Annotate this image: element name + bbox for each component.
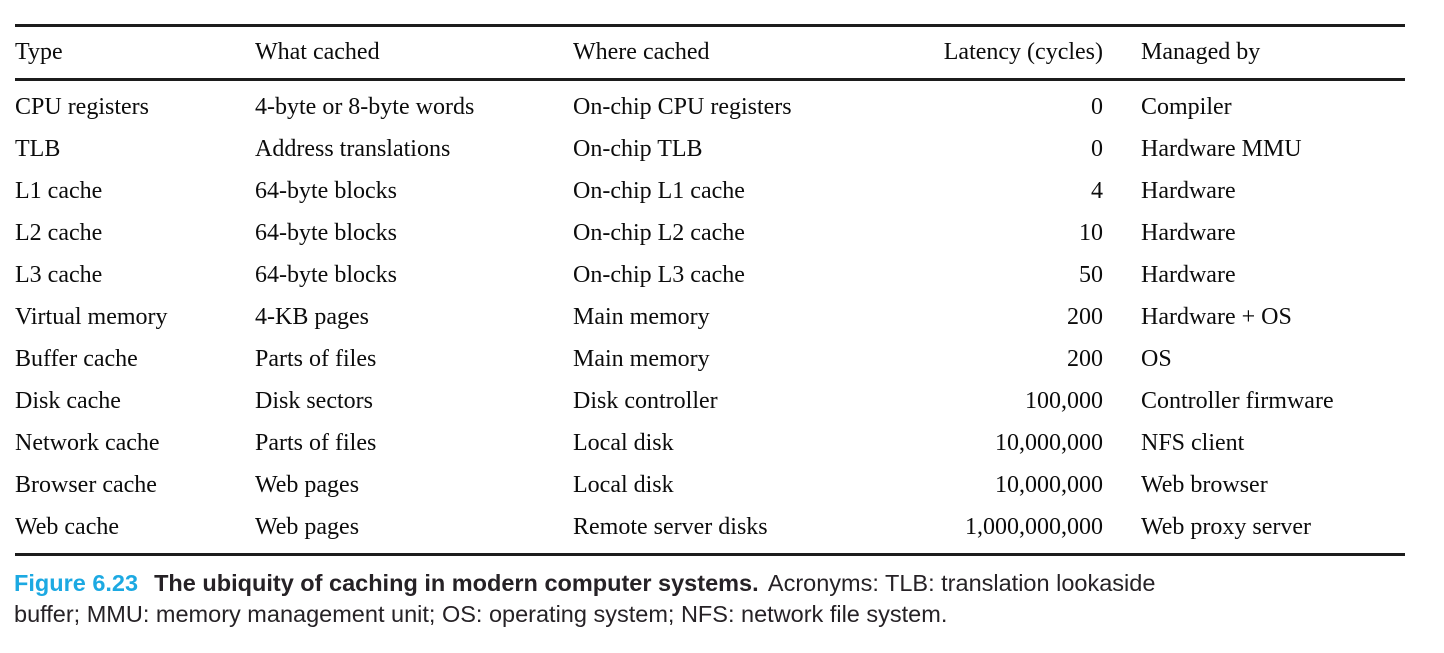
table-cell: On-chip L1 cache	[573, 177, 745, 204]
table-row: L2 cache 64-byte blocks On-chip L2 cache 10…	[15, 212, 1405, 254]
col-header-where-cached: Where cached	[573, 25, 903, 81]
figure-number-label: Figure 6.23	[14, 570, 139, 596]
table-cell: CPU registers	[15, 93, 149, 120]
table-cell: 10,000,000	[995, 429, 1103, 456]
table-cell: 100,000	[1025, 387, 1103, 414]
table-header-row: Type What cached Where cached Latency (c…	[15, 25, 1405, 81]
table-cell: Hardware + OS	[1141, 303, 1292, 330]
table-cell: Local disk	[573, 429, 674, 456]
table-cell: 0	[1091, 135, 1103, 162]
col-header-managed-by: Managed by	[1103, 25, 1405, 81]
table-cell: 1,000,000,000	[965, 513, 1103, 540]
table-cell: On-chip L2 cache	[573, 219, 745, 246]
table-cell: On-chip TLB	[573, 135, 703, 162]
table-cell: Disk cache	[15, 387, 121, 414]
caching-table: Type What cached Where cached Latency (c…	[15, 24, 1405, 556]
table-row: Buffer cache Parts of files Main memory 200…	[15, 338, 1405, 380]
table-cell: L3 cache	[15, 261, 103, 288]
table-row: L1 cache 64-byte blocks On-chip L1 cache 4 H…	[15, 170, 1405, 212]
table-cell: 4	[1091, 177, 1103, 204]
table-cell: Main memory	[573, 303, 710, 330]
table-cell: Web browser	[1141, 471, 1268, 498]
table-cell: 200	[1067, 345, 1103, 372]
table-cell: On-chip CPU registers	[573, 93, 792, 120]
table-cell: 10,000,000	[995, 471, 1103, 498]
table-cell: Parts of files	[255, 345, 377, 372]
col-header-latency: Latency (cycles)	[903, 25, 1103, 81]
figure-caption-text-line2: buffer; MMU: memory management unit; OS:…	[14, 601, 948, 627]
table-cell: Parts of files	[255, 429, 377, 456]
table-cell: 4-byte or 8-byte words	[255, 93, 475, 120]
table-row: Network cache Parts of files Local disk 10,…	[15, 422, 1405, 464]
table-cell: Buffer cache	[15, 345, 138, 372]
table-cell: Network cache	[15, 429, 160, 456]
table-row: Browser cache Web pages Local disk 10,000,0…	[15, 464, 1405, 506]
table-row: TLB Address translations On-chip TLB 0 Hardw…	[15, 128, 1405, 170]
table-cell: Remote server disks	[573, 513, 768, 540]
table-cell: 200	[1067, 303, 1103, 330]
table-cell: NFS client	[1141, 429, 1245, 456]
table-cell: Hardware	[1141, 177, 1236, 204]
figure-title: The ubiquity of caching in modern comput…	[154, 570, 759, 596]
table-cell: Hardware	[1141, 219, 1236, 246]
table-cell: 64-byte blocks	[255, 261, 397, 288]
table-row: Web cache Web pages Remote server disks 1,0…	[15, 506, 1405, 555]
table-cell: Browser cache	[15, 471, 157, 498]
table-row: L3 cache 64-byte blocks On-chip L3 cache 50…	[15, 254, 1405, 296]
table-cell: L1 cache	[15, 177, 103, 204]
table-cell: Web cache	[15, 513, 119, 540]
table-header: Type What cached Where cached Latency (c…	[15, 25, 1405, 81]
table-cell: Local disk	[573, 471, 674, 498]
table-cell: Web pages	[255, 513, 360, 540]
table-cell: Disk controller	[573, 387, 718, 414]
col-header-type: Type	[15, 25, 255, 81]
table-cell: Disk sectors	[255, 387, 373, 414]
table-cell: Compiler	[1141, 93, 1232, 120]
table-cell: Controller firmware	[1141, 387, 1334, 414]
table-cell: Hardware	[1141, 261, 1236, 288]
table-cell: 0	[1091, 93, 1103, 120]
table-row: Virtual memory 4-KB pages Main memory 200 Ha…	[15, 296, 1405, 338]
table-cell: TLB	[15, 135, 61, 162]
table-cell: 64-byte blocks	[255, 177, 397, 204]
table-cell: 10	[1079, 219, 1103, 246]
table-cell: Web pages	[255, 471, 360, 498]
table-cell: Web proxy server	[1141, 513, 1312, 540]
table-cell: Hardware MMU	[1141, 135, 1302, 162]
table-cell: 4-KB pages	[255, 303, 369, 330]
caching-table-container: Type What cached Where cached Latency (c…	[15, 24, 1405, 556]
table-row: CPU registers 4-byte or 8-byte words On-ch…	[15, 80, 1405, 129]
table-row: Disk cache Disk sectors Disk controller 100…	[15, 380, 1405, 422]
figure-caption-text-line1: Acronyms: TLB: translation lookaside	[767, 570, 1156, 596]
col-header-what-cached: What cached	[255, 25, 573, 81]
table-cell: On-chip L3 cache	[573, 261, 745, 288]
table-cell: 64-byte blocks	[255, 219, 397, 246]
table-cell: Virtual memory	[15, 303, 168, 330]
figure-caption: Figure 6.23 The ubiquity of caching in mo…	[14, 568, 1426, 630]
table-cell: Address translations	[255, 135, 451, 162]
table-cell: L2 cache	[15, 219, 103, 246]
table-cell: Main memory	[573, 345, 710, 372]
table-cell: OS	[1141, 345, 1172, 372]
table-cell: 50	[1079, 261, 1103, 288]
